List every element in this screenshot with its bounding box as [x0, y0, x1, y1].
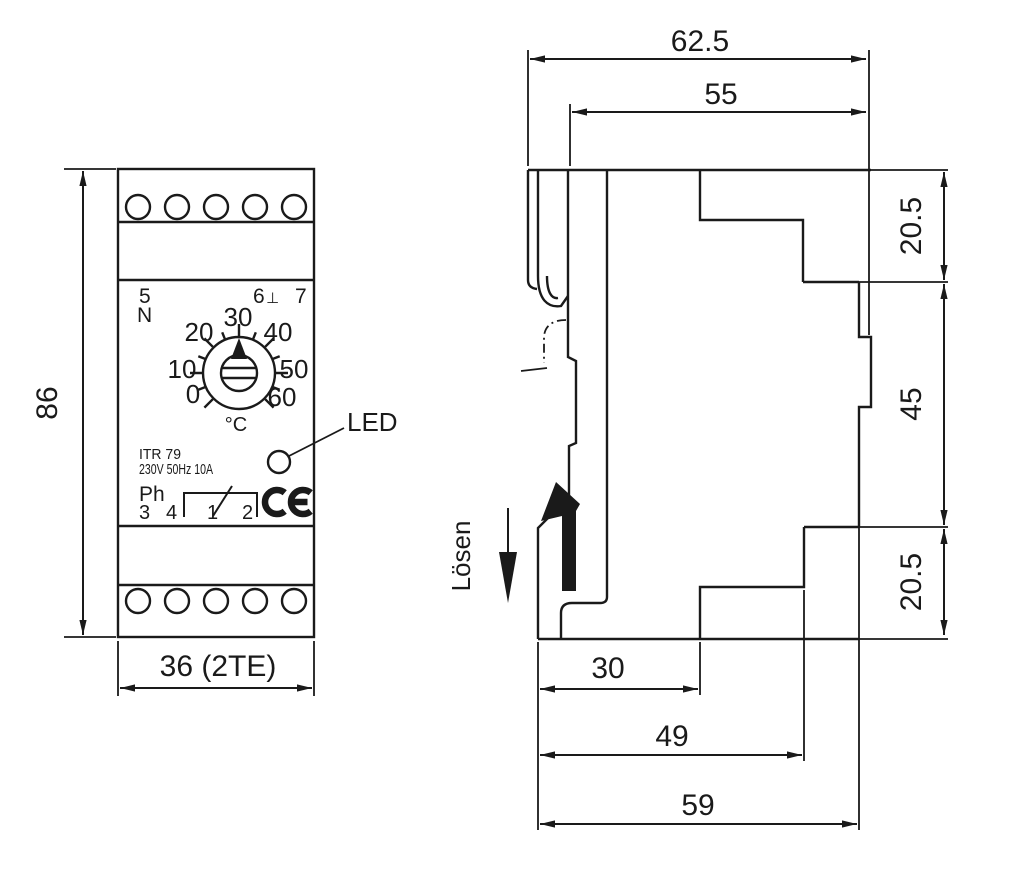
side-top-steps: [698, 170, 805, 282]
terminal-label-5: 5: [139, 285, 151, 308]
front-view-dimensions: 86 36 (2TE): [31, 168, 315, 696]
dim-text-20-5-bottom: 20.5: [895, 553, 928, 611]
terminal-screw: [202, 587, 230, 615]
led-leader-line: [288, 427, 345, 457]
led-indicator: [266, 449, 292, 475]
din-rail-phantom: [543, 319, 567, 363]
dim-text-20-5-top: 20.5: [895, 197, 928, 255]
terminal-screw: [124, 193, 152, 221]
contact-label-4: 4: [166, 502, 177, 524]
din-clip-hook-outer: [536, 275, 569, 308]
dial-unit-label: °C: [225, 414, 247, 436]
dial-knob-slot: [221, 366, 257, 380]
terminal-label-7: 7: [295, 285, 307, 308]
dial-scale-label: 40: [264, 317, 293, 347]
contact-label-3: 3: [139, 502, 150, 524]
dim-text-59: 59: [681, 789, 714, 822]
temperature-dial: 0 10 20 30 40 50 60 °C: [168, 302, 309, 436]
side-bottom-steps: [698, 527, 806, 639]
side-view-dimensions: 62.5 55 20.5 45 20.5 30 49 59: [527, 25, 948, 830]
dim-text-86: 86: [31, 386, 64, 419]
terminal-label-n: N: [137, 304, 152, 327]
dim-text-30: 30: [591, 652, 624, 685]
terminal-screw: [202, 193, 230, 221]
release-down-arrow-icon: [499, 552, 517, 603]
terminal-screw: [241, 587, 269, 615]
dial-scale-label: 50: [280, 354, 309, 384]
dial-ring: [201, 335, 277, 411]
earth-symbol: ⊥: [266, 290, 279, 307]
rating-label: 230V 50Hz 10A: [139, 461, 213, 478]
release-label: Lösen: [446, 521, 476, 592]
dial-pointer-icon: [231, 338, 247, 359]
front-view: 5 N 6 ⊥ 7 0 10 20 30 40 50 60 °C ITR 79 …: [116, 167, 398, 639]
led-label: LED: [347, 407, 398, 437]
phase-label: Ph: [139, 483, 165, 506]
dial-scale-label: 10: [168, 354, 197, 384]
relay-contact-blade: [212, 485, 233, 517]
side-inner-wall: [559, 170, 609, 639]
terminal-screw: [280, 587, 308, 615]
terminal-screws-top: [124, 193, 308, 221]
din-clip-arm: [526, 170, 538, 291]
ce-mark-icon: [261, 486, 313, 518]
dial-ticks: [190, 324, 288, 409]
din-clip-hook-inner: [545, 275, 559, 300]
terminal-screws-bottom: [124, 587, 308, 615]
dim-text-49: 49: [655, 720, 688, 753]
contact-label-1: 1: [207, 502, 218, 524]
dial-scale-label: 0: [186, 379, 200, 409]
side-front-face: [857, 282, 873, 527]
release-lever-edge: [536, 170, 578, 639]
dial-scale-label: 60: [268, 382, 297, 412]
terminal-label-6: 6: [253, 285, 265, 308]
terminal-screw: [241, 193, 269, 221]
terminal-screw: [280, 193, 308, 221]
dial-scale-label: 20: [185, 317, 214, 347]
terminal-screw: [124, 587, 152, 615]
terminal-screw: [163, 587, 191, 615]
din-rail-tick: [520, 367, 548, 372]
dim-text-45: 45: [895, 387, 928, 420]
dial-knob: [219, 353, 259, 393]
relay-contact-symbol: [183, 492, 258, 517]
release-arrow-icon: [541, 482, 580, 591]
model-label: ITR 79: [139, 446, 181, 463]
dim-text-55: 55: [704, 78, 737, 111]
terminal-screw: [163, 193, 191, 221]
front-view-outline: [116, 167, 316, 639]
contact-label-2: 2: [242, 502, 253, 524]
dial-scale-label: 30: [224, 302, 253, 332]
dim-text-36: 36 (2TE): [160, 650, 277, 683]
dim-text-62-5: 62.5: [671, 25, 729, 58]
side-view: Lösen: [446, 168, 948, 641]
